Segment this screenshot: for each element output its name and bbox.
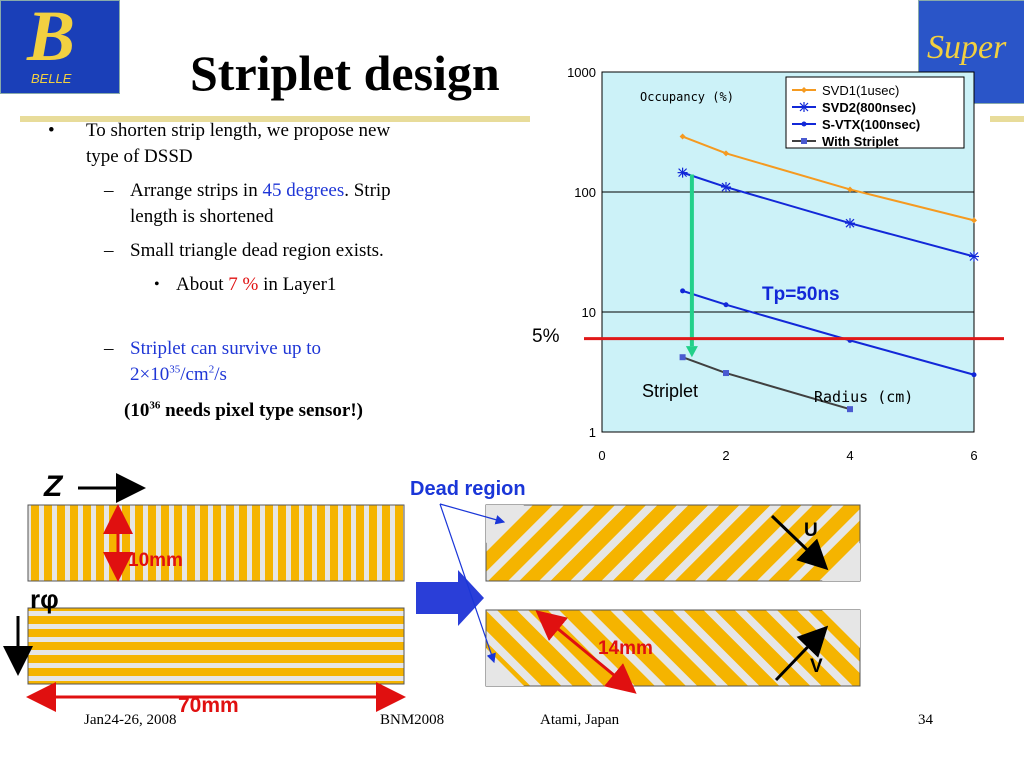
annotation-tp: Tp=50ns [762, 284, 840, 305]
data-point [847, 186, 853, 193]
x-tick-label: 6 [970, 448, 977, 463]
bullet-text-3: Small triangle dead region exists. [130, 240, 384, 261]
bullet-text-2: Arrange strips in 45 degrees. Strip [130, 180, 391, 201]
bullet-highlight-7pct: 7 % [228, 274, 259, 295]
data-point [723, 302, 729, 308]
legend-entry: S-VTX(100nsec) [822, 117, 920, 132]
chart-title: Occupancy (%) [640, 90, 734, 104]
data-point-stroke [721, 182, 731, 192]
data-point [677, 167, 688, 178]
footer-date: Jan24-26, 2008 [84, 712, 177, 728]
bullet-dot: • [154, 276, 160, 293]
page-title: Striplet design [190, 45, 500, 101]
data-point [847, 406, 853, 413]
threshold-label: 5% [532, 326, 560, 347]
data-point-stroke [845, 218, 855, 228]
legend-box [785, 76, 965, 149]
x-axis-label: Radius (cm) [814, 388, 913, 406]
data-point-stroke [678, 168, 688, 178]
data-point [680, 288, 686, 294]
x-tick-label: 4 [846, 448, 853, 463]
legend-entry: SVD2(800nsec) [822, 100, 916, 115]
data-point [723, 370, 729, 377]
data-point [971, 217, 977, 224]
data-point [845, 218, 855, 229]
y-tick-label: 10 [582, 305, 596, 320]
bullet-dot: • [48, 120, 55, 141]
belle-logo-mark: B [27, 0, 76, 76]
bullet-text-1b: type of DSSD [86, 146, 193, 167]
data-point [801, 121, 807, 127]
legend-entry: With Striplet [822, 134, 899, 149]
y-tick-label: 1 [589, 425, 596, 440]
data-point [721, 182, 731, 193]
data-point [723, 150, 729, 157]
data-point [971, 372, 977, 378]
series-line [682, 171, 975, 258]
bullet-dash: – [104, 338, 114, 359]
reduction-arrow-head [685, 346, 698, 358]
super-logo-text: Super [927, 29, 1007, 66]
bullet-text-2b: length is shortened [130, 206, 274, 227]
series-line [682, 289, 975, 376]
x-tick-label: 2 [722, 448, 729, 463]
data-point [799, 102, 809, 112]
data-point [969, 251, 979, 262]
data-point-stroke [799, 102, 809, 112]
y-tick-label: 1000 [567, 65, 596, 80]
data-point [679, 133, 686, 140]
data-point [679, 354, 686, 361]
bullet-text-5b: 2×1035/cm2/s [130, 363, 227, 385]
occupancy-chart: 1 10 100 1000 0 2 4 6 SVD1(1usec) SVD2(800nsec) S… [567, 65, 979, 463]
legend-entry: SVD1(1usec) [822, 83, 899, 98]
bullet-text-4: About 7 % in Layer1 [176, 274, 337, 295]
belle-logo-text: BELLE [31, 71, 72, 86]
bullet-highlight-45deg: 45 degrees [262, 180, 345, 201]
belle-logo: B BELLE [0, 0, 120, 94]
data-point [801, 138, 807, 144]
footer-place: Atami, Japan [540, 712, 620, 728]
title-underline-band-right [990, 116, 1024, 122]
footer-page-number: 34 [918, 712, 933, 728]
bullet-text-6: (1036 needs pixel type sensor!) [124, 399, 363, 421]
data-point [801, 87, 807, 93]
bullet-text-1: To shorten strip length, we propose new [86, 120, 391, 141]
x-tick-label: 0 [598, 448, 605, 463]
bullet-dash: – [104, 180, 114, 201]
title-underline-band [20, 116, 530, 122]
bullet-text-5: Striplet can survive up to [130, 338, 322, 359]
bullet-dash: – [104, 240, 114, 261]
footer-conference: BNM2008 [380, 712, 445, 728]
y-tick-label: 100 [574, 185, 596, 200]
data-point-stroke [969, 252, 979, 261]
annotation-striplet: Striplet [642, 381, 698, 401]
series-line [682, 135, 975, 222]
